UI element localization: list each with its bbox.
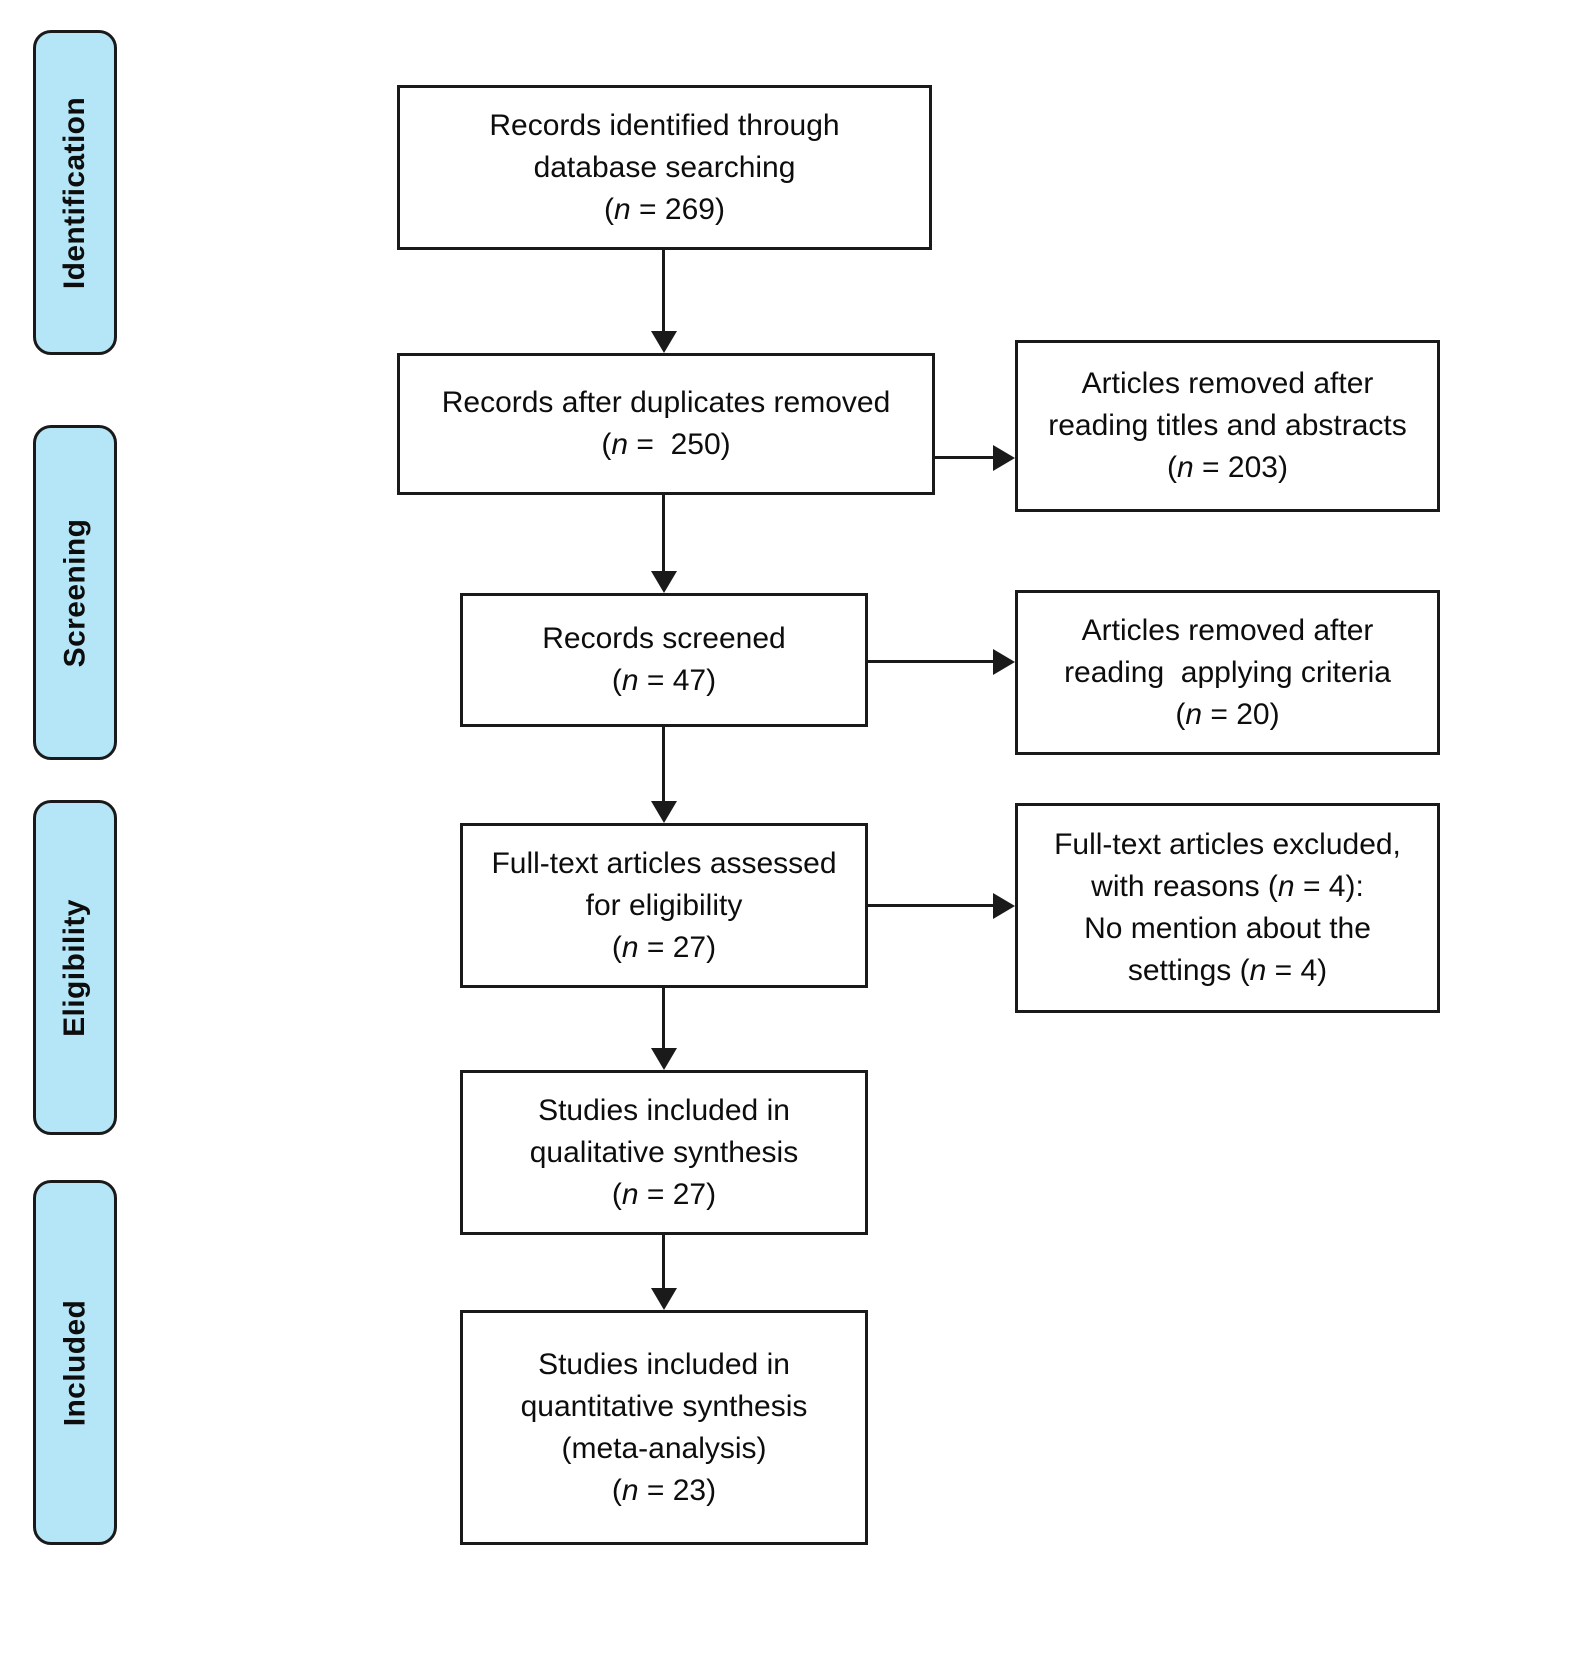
- stage-label-eligibility: Eligibility: [58, 898, 91, 1037]
- arrowhead-qualitative-to-quantitative: [651, 1288, 677, 1310]
- box-removed-titles-abstracts: Articles removed after reading titles an…: [1015, 340, 1440, 512]
- connector-screened-to-fulltext: [662, 727, 665, 801]
- box-fulltext-excluded: Full-text articles excluded, with reason…: [1015, 803, 1440, 1013]
- box-records-identified: Records identified through database sear…: [397, 85, 932, 250]
- box-records-identified-line1: Records identified through: [489, 108, 840, 142]
- stage-pill-included: Included: [33, 1180, 117, 1545]
- box-fulltext-excluded-line4: settings (n = 4): [1128, 950, 1327, 992]
- connector-identified-to-duplicates: [662, 250, 665, 331]
- box-records-after-duplicates-count: (n = 250): [601, 424, 730, 466]
- paren-open: (: [1175, 697, 1186, 731]
- box-records-after-duplicates-line1: Records after duplicates removed: [441, 386, 891, 419]
- arrowhead-fulltext-to-qualitative: [651, 1048, 677, 1070]
- paren-open: (: [611, 1473, 622, 1507]
- box-qualitative-synthesis-line2: qualitative synthesis: [529, 1135, 799, 1169]
- box-fulltext-assessed-line1: Full-text articles assessed: [491, 846, 837, 880]
- box-fulltext-assessed-count: (n = 27): [612, 927, 716, 969]
- n-symbol: n: [1249, 954, 1267, 987]
- arrowhead-duplicates-to-screened: [651, 571, 677, 593]
- n-value: = 4):: [1294, 870, 1364, 903]
- box-fulltext-assessed: Full-text articles assessed for eligibil…: [460, 823, 868, 988]
- n-symbol: n: [621, 930, 639, 964]
- n-value: = 47): [638, 664, 717, 697]
- connector-duplicates-to-removed-titles: [935, 456, 993, 459]
- stage-pill-identification: Identification: [33, 30, 117, 355]
- box-records-identified-count: (n = 269): [604, 189, 725, 231]
- n-symbol: n: [621, 664, 639, 697]
- box-records-after-duplicates: Records after duplicates removed (n = 25…: [397, 353, 935, 495]
- box-quantitative-synthesis-line3: (meta-analysis): [561, 1431, 767, 1465]
- box-quantitative-synthesis: Studies included in quantitative synthes…: [460, 1310, 868, 1545]
- stage-pill-eligibility: Eligibility: [33, 800, 117, 1135]
- n-value: = 203): [1193, 451, 1288, 484]
- n-value: = 23): [638, 1473, 717, 1507]
- n-symbol: n: [1277, 870, 1295, 903]
- box-records-identified-line2: database searching: [533, 150, 796, 184]
- arrowhead-fulltext-to-excluded: [993, 893, 1015, 919]
- box-records-screened-count: (n = 47): [612, 660, 716, 702]
- box-qualitative-synthesis-line1: Studies included in: [538, 1093, 790, 1127]
- settings-text: settings (: [1127, 954, 1250, 987]
- connector-qualitative-to-quantitative: [662, 1235, 665, 1288]
- arrowhead-identified-to-duplicates: [651, 331, 677, 353]
- box-removed-applying-criteria: Articles removed after reading applying …: [1015, 590, 1440, 755]
- stage-pill-screening: Screening: [33, 425, 117, 760]
- box-qualitative-synthesis-count: (n = 27): [612, 1174, 716, 1216]
- paren-open: (: [611, 1177, 622, 1211]
- n-symbol: n: [621, 1177, 639, 1211]
- connector-screened-to-removed-criteria: [868, 660, 993, 663]
- box-fulltext-excluded-line1: Full-text articles excluded,: [1054, 828, 1401, 861]
- box-removed-titles-abstracts-line1: Articles removed after: [1081, 367, 1374, 400]
- box-records-screened-line1: Records screened: [542, 622, 786, 655]
- box-quantitative-synthesis-line1: Studies included in: [538, 1347, 790, 1381]
- box-quantitative-synthesis-count: (n = 23): [612, 1470, 716, 1512]
- arrowhead-duplicates-to-removed-titles: [993, 445, 1015, 471]
- n-value: = 27): [638, 930, 717, 964]
- paren-open: (: [611, 930, 622, 964]
- stage-label-screening: Screening: [58, 518, 91, 667]
- n-symbol: n: [1185, 697, 1203, 731]
- connector-fulltext-to-excluded: [868, 904, 993, 907]
- n-value: = 20): [1202, 697, 1280, 731]
- box-fulltext-assessed-line2: for eligibility: [585, 888, 743, 922]
- box-removed-titles-abstracts-count: (n = 203): [1167, 447, 1288, 489]
- box-removed-applying-criteria-line1: Articles removed after: [1081, 613, 1374, 647]
- n-value: = 250): [628, 428, 731, 461]
- box-records-screened: Records screened (n = 47): [460, 593, 868, 727]
- reasons-text: with reasons (: [1091, 870, 1278, 903]
- n-symbol: n: [1177, 451, 1194, 484]
- connector-duplicates-to-screened: [662, 495, 665, 571]
- box-fulltext-excluded-line2: with reasons (n = 4):: [1091, 866, 1364, 908]
- arrowhead-screened-to-removed-criteria: [993, 649, 1015, 675]
- arrowhead-screened-to-fulltext: [651, 801, 677, 823]
- paren-open: (: [1167, 451, 1178, 484]
- box-qualitative-synthesis: Studies included in qualitative synthesi…: [460, 1070, 868, 1235]
- paren-open: (: [604, 192, 615, 226]
- stage-label-identification: Identification: [58, 96, 92, 289]
- box-quantitative-synthesis-line2: quantitative synthesis: [520, 1389, 808, 1423]
- n-value: = 4): [1266, 954, 1328, 987]
- box-fulltext-excluded-line3: No mention about the: [1084, 912, 1371, 945]
- n-symbol: n: [614, 192, 631, 226]
- n-value: = 269): [630, 192, 725, 226]
- paren-open: (: [611, 664, 622, 697]
- box-removed-titles-abstracts-line2: reading titles and abstracts: [1048, 409, 1407, 442]
- n-symbol: n: [611, 428, 629, 461]
- paren-open: (: [601, 428, 612, 461]
- connector-fulltext-to-qualitative: [662, 988, 665, 1048]
- stage-label-included: Included: [58, 1299, 92, 1426]
- box-removed-applying-criteria-line2: reading applying criteria: [1064, 655, 1391, 689]
- box-removed-applying-criteria-count: (n = 20): [1175, 694, 1279, 736]
- n-value: = 27): [638, 1177, 717, 1211]
- n-symbol: n: [621, 1473, 639, 1507]
